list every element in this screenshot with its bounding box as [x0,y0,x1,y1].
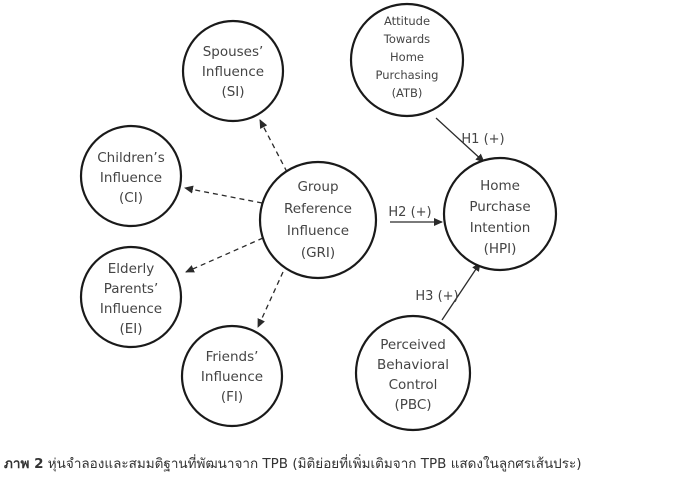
edge-gri-to-si [259,119,288,173]
node-spouses-influence: Spouses’Influence(SI) [181,19,285,123]
edge-label-h2: H2 (+) [388,205,431,220]
edge-label-h1: H1 (+) [461,132,504,147]
figure-caption: ภาพ 2 หุ่นจำลองและสมมติฐานที่พัฒนาจาก TP… [4,452,694,474]
edge-label-h3: H3 (+) [415,289,458,304]
figure-caption-label: ภาพ 2 [4,456,44,472]
svg-text:Friends’Influence(FI): Friends’Influence(FI) [201,349,263,405]
node-friends-influence: Friends’Influence(FI) [180,324,284,428]
edge-atb-to-hpi [435,117,485,163]
edge-gri-to-ci [184,185,263,204]
svg-text:Spouses’Influence(SI): Spouses’Influence(SI) [202,44,264,100]
research-model-diagram: H1 (+) H2 (+) H3 (+) Spouses’Influence(S… [79,2,558,432]
edge-pbc-to-hpi [441,262,481,321]
edge-gri-to-ei [185,237,264,273]
figure-caption-text: หุ่นจำลองและสมมติฐานที่พัฒนาจาก TPB (มิต… [43,456,582,472]
edge-gri-to-fi [257,271,284,328]
